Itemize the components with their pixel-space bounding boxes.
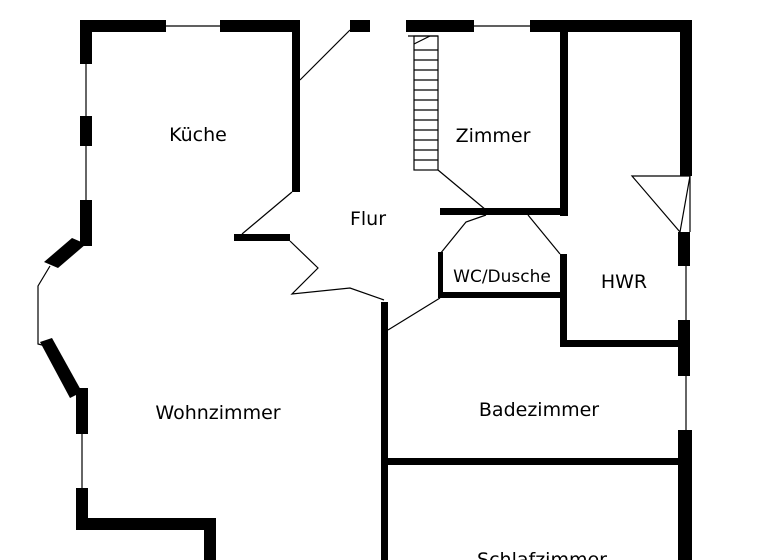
wall-right-seg3 (678, 320, 690, 376)
wall-left-seg3 (80, 200, 92, 246)
door-wohnzimmer (289, 240, 385, 301)
wall-top-left (80, 20, 166, 32)
wall-kueche-right (292, 20, 300, 192)
wall-top-mid (220, 20, 300, 32)
label-wc-dusche: WC/Dusche (453, 267, 551, 287)
wall-bottom-left (76, 518, 216, 530)
wall-left-top (80, 20, 92, 64)
wall-schlafzimmer-top (384, 458, 682, 465)
thin-lines (37, 25, 691, 488)
wall-bay-lower (40, 338, 82, 398)
wall-wc-right (560, 254, 567, 346)
door-bad (387, 297, 441, 331)
label-schlafzimmer: Schlafzimmer (477, 549, 607, 560)
wall-kueche-bottom (234, 234, 290, 241)
wall-top-zimmer (406, 20, 474, 32)
room-labels: Küche Zimmer Flur WC/Dusche HWR Wohnzimm… (155, 124, 647, 560)
wall-right-top (680, 20, 692, 176)
wall-wc-left (438, 252, 443, 298)
wall-wc-bottom (440, 292, 566, 298)
door-entrance (299, 29, 351, 81)
door-kueche (241, 191, 293, 235)
door-zimmer (437, 169, 487, 211)
label-wohnzimmer: Wohnzimmer (155, 402, 280, 424)
label-kueche: Küche (169, 124, 227, 146)
label-hwr: HWR (601, 271, 647, 293)
wall-left-seg2 (80, 116, 92, 146)
door-hwr-outside (630, 175, 691, 234)
wall-left-seg4 (76, 388, 88, 434)
door-wc (439, 214, 487, 255)
wall-bottom-left-down (204, 518, 216, 560)
walls (40, 20, 692, 560)
staircase (408, 35, 439, 171)
label-badezimmer: Badezimmer (479, 399, 599, 421)
wall-top-right (530, 20, 692, 32)
wall-hwr-bottom (560, 340, 688, 347)
wall-right-seg2 (678, 232, 690, 266)
wall-flur-wohnzimmer (381, 302, 388, 560)
label-zimmer: Zimmer (456, 125, 531, 147)
wall-right-bottom (678, 430, 692, 560)
wall-bay-upper (44, 238, 86, 268)
wall-zimmer-bottom (440, 208, 568, 215)
wall-zimmer-right (560, 32, 568, 216)
door-hwr-from-flur (527, 214, 561, 255)
label-flur: Flur (350, 208, 386, 230)
wall-top-flur (350, 20, 370, 32)
